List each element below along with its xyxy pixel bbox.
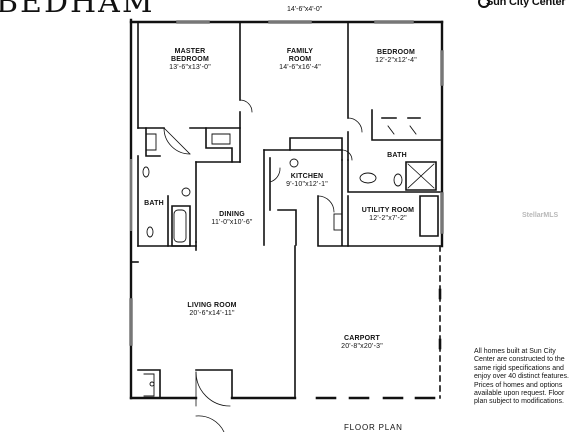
room-name: LIVING ROOM xyxy=(187,302,237,309)
watermark: StellarMLS xyxy=(522,212,559,219)
room-dimensions: 13'-6"x13'-0" xyxy=(169,64,211,71)
brand-logo: Sun City Center xyxy=(478,0,574,14)
room-carport: CARPORT 20'-8"x20'-3" xyxy=(332,335,392,351)
room-name: BEDROOM xyxy=(377,49,415,56)
room-kitchen: KITCHEN 9'-10"x12'-1" xyxy=(284,173,330,189)
room-dimensions: 12'-2"x7'-2" xyxy=(369,215,407,222)
door-swings xyxy=(163,99,363,432)
room-name: MASTER BEDROOM xyxy=(171,48,209,63)
room-dining: DINING 11'-0"x10'-6" xyxy=(207,211,257,227)
room-living-room: LIVING ROOM 20'-6"x14'-11" xyxy=(180,302,244,318)
room-name: KITCHEN xyxy=(290,173,324,180)
room-dimensions: 20'-8"x20'-3" xyxy=(341,343,383,350)
overall-dimension: 14'-6"x4'-0" xyxy=(287,6,323,13)
room-bath-right: BATH xyxy=(382,152,412,160)
room-dimensions: 11'-0"x10'-6" xyxy=(211,219,253,226)
fixtures xyxy=(142,125,417,397)
room-name: BATH xyxy=(387,152,407,159)
room-name: FAMILY ROOM xyxy=(286,48,314,63)
room-name: UTILITY ROOM xyxy=(361,207,415,214)
sun-logo-icon xyxy=(478,0,490,8)
room-utility-room: UTILITY ROOM 12'-2"x7'-2" xyxy=(360,207,416,223)
room-dimensions: 12'-2"x12'-4" xyxy=(375,57,417,64)
room-bedroom: BEDROOM 12'-2"x12'-4" xyxy=(368,49,424,65)
room-name: BATH xyxy=(144,200,164,207)
room-family-room: FAMILY ROOM 14'-6"x16'-4" xyxy=(274,48,326,72)
plan-title: BEDHAM xyxy=(0,0,155,20)
room-bath-left: BATH xyxy=(140,200,168,208)
room-name: CARPORT xyxy=(343,335,380,342)
carport-posts xyxy=(315,288,442,400)
plan-caption: FLOOR PLAN xyxy=(344,423,403,432)
room-name: DINING xyxy=(219,211,245,218)
room-dimensions: 9'-10"x12'-1" xyxy=(286,181,328,188)
room-dimensions: 20'-6"x14'-11" xyxy=(189,310,235,317)
brand-name: Sun City Center xyxy=(486,0,566,8)
builder-note: All homes built at Sun City Center are c… xyxy=(474,348,569,406)
room-dimensions: 14'-6"x16'-4" xyxy=(279,64,321,71)
windows xyxy=(129,20,444,346)
room-master-bedroom: MASTER BEDROOM 13'-6"x13'-0" xyxy=(155,48,225,72)
